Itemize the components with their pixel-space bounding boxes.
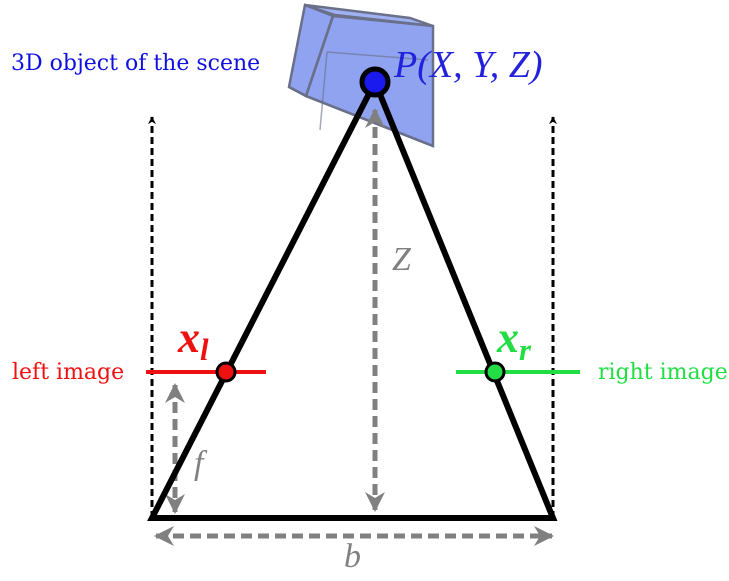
left-point-label-sub: l (200, 332, 209, 367)
right-image-label: right image (598, 360, 728, 385)
depth-label: Z (392, 241, 411, 278)
right-point-label-sub: r (519, 332, 531, 367)
left-point-label: xl (178, 313, 209, 366)
left-image-label: left image (12, 360, 125, 385)
right-point-label: xr (497, 313, 531, 366)
right-point-label-main: x (497, 313, 519, 362)
point-label: P(X, Y, Z) (394, 44, 543, 86)
right-image-point (484, 361, 506, 383)
scene-point (359, 66, 391, 98)
left-image-point (215, 361, 237, 383)
baseline-label: b (344, 538, 361, 575)
focal-length-label: f (194, 445, 204, 482)
scene-object-label: 3D object of the scene (11, 51, 261, 76)
projection-triangle (147, 74, 558, 521)
left-point-label-main: x (178, 313, 200, 362)
